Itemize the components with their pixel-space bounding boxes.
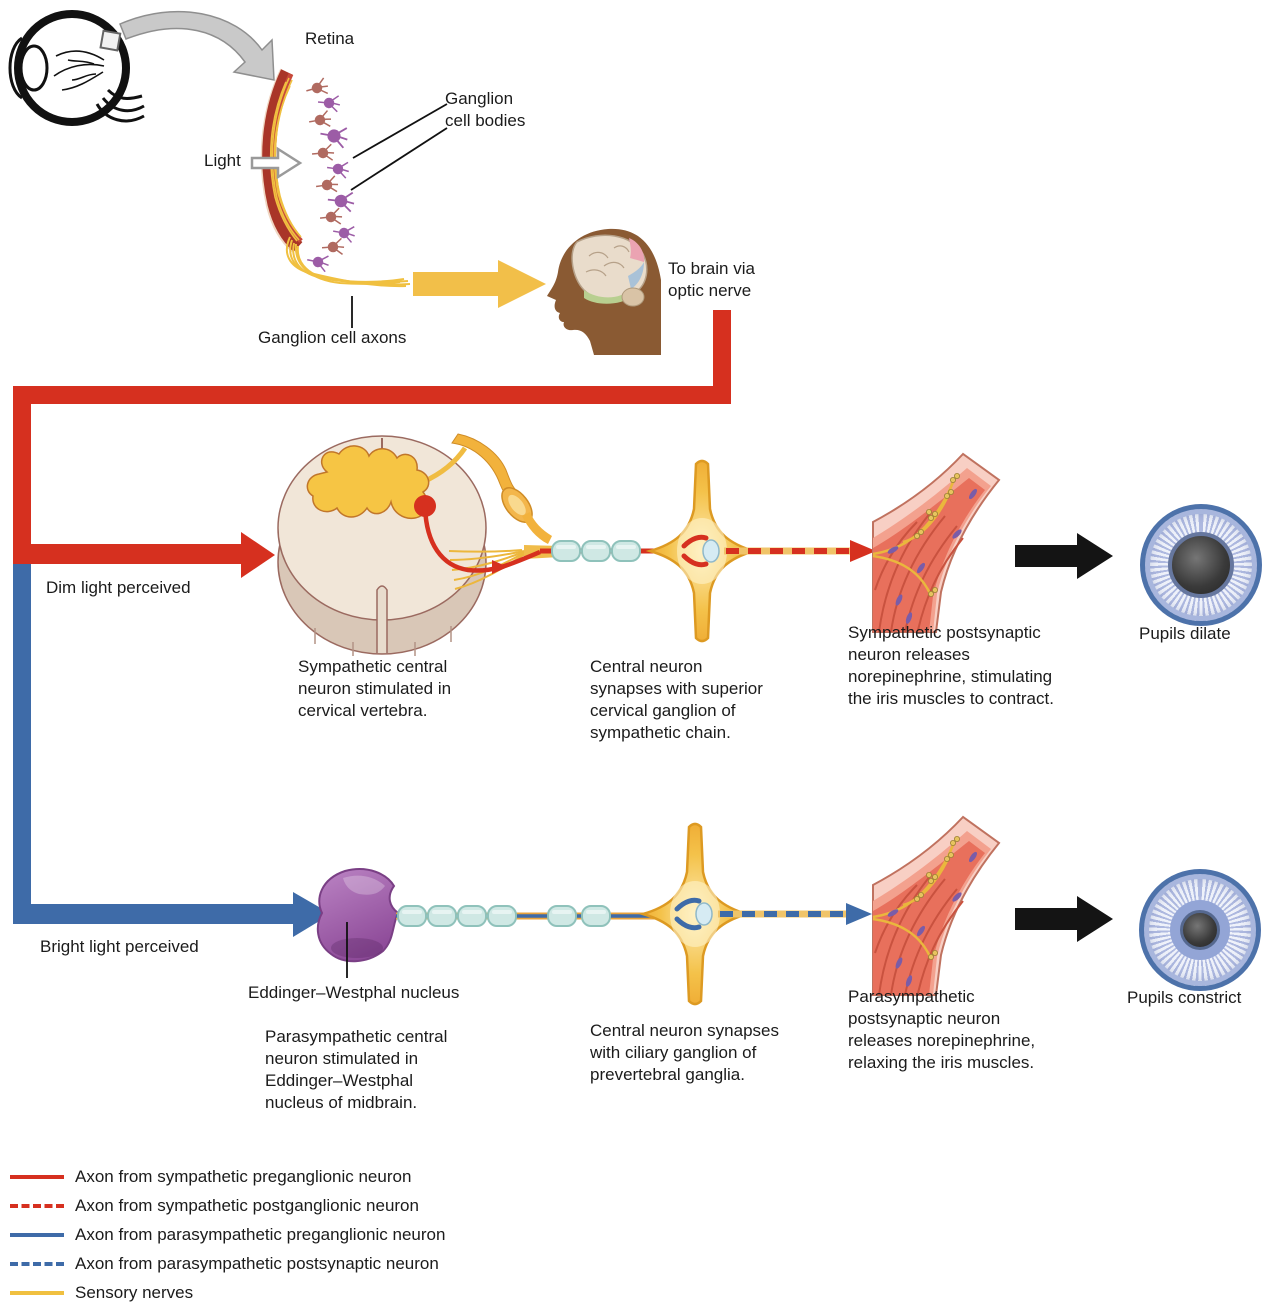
sympathetic-path	[13, 310, 731, 578]
ganglion-cell-bodies-label: Ganglion cell bodies	[445, 89, 526, 130]
eddinger-westphal-nucleus-illustration	[316, 868, 400, 963]
pupils-dilate-label: Pupils dilate	[1139, 624, 1231, 643]
parasympathetic-central-neuron-caption: Parasympathetic central neuron stimulate…	[265, 1027, 448, 1112]
ganglion-cell-axon-bundle	[285, 236, 411, 288]
sympathetic-central-neuron-caption: Sympathetic central neuron stimulated in…	[298, 657, 452, 720]
constrict-result-arrow	[1015, 896, 1113, 942]
head-brain-illustration	[547, 228, 661, 355]
parasympathetic-path	[13, 564, 331, 937]
eye-cross-section-illustration	[8, 10, 145, 126]
dim-light-label: Dim light perceived	[46, 578, 191, 597]
legend-label: Axon from parasympathetic preganglionic …	[75, 1224, 446, 1244]
legend-line-red-solid	[10, 1174, 64, 1179]
magnify-arrow	[119, 10, 275, 81]
parasympathetic-synapse-caption: Central neuron synapses with ciliary gan…	[590, 1021, 780, 1084]
retina-illustration	[260, 68, 357, 273]
dilated-eye	[1140, 504, 1262, 626]
legend-item-parasympathetic-postsynaptic: Axon from parasympathetic postsynaptic n…	[10, 1249, 445, 1278]
pupils-constrict-label: Pupils constrict	[1127, 988, 1242, 1007]
legend-item-sympathetic-postganglionic: Axon from sympathetic postganglionic neu…	[10, 1191, 445, 1220]
gray-matter	[306, 445, 430, 520]
parasympathetic-postsynaptic-axon	[718, 903, 872, 925]
retina-label: Retina	[305, 29, 355, 48]
ganglion-cells	[303, 76, 357, 273]
light-label: Light	[204, 151, 241, 170]
legend-line-red-dashed	[10, 1203, 64, 1208]
eddinger-westphal-nucleus-label: Eddinger–Westphal nucleus	[248, 983, 460, 1002]
dim-light-arrowhead	[241, 532, 275, 578]
legend: Axon from sympathetic preganglionic neur…	[10, 1162, 445, 1307]
ganglion-cell-axons-label: Ganglion cell axons	[258, 328, 407, 347]
bright-light-label: Bright light perceived	[40, 937, 199, 956]
pointer-lines	[346, 103, 448, 978]
legend-line-blue-solid	[10, 1232, 64, 1237]
sympathetic-synapse-caption: Central neuron synapses with superior ce…	[590, 657, 763, 742]
light-arrow	[250, 146, 303, 180]
sympathetic-preganglionic-axon	[422, 505, 541, 573]
iris-muscle-contracting	[871, 452, 1001, 634]
magnified-region-box	[99, 29, 122, 52]
to-brain-label: To brain via optic nerve	[668, 259, 755, 300]
spinal-cord-illustration	[277, 435, 487, 656]
parasympathetic-postsynaptic-caption: Parasympathetic postsynaptic neuron rele…	[848, 987, 1036, 1072]
dilated-pupil	[1168, 532, 1234, 598]
legend-item-sympathetic-preganglionic: Axon from sympathetic preganglionic neur…	[10, 1162, 445, 1191]
legend-label: Sensory nerves	[75, 1282, 194, 1302]
sympathetic-postsynaptic-caption: Sympathetic postsynaptic neuron releases…	[848, 623, 1054, 708]
dilate-result-arrow	[1015, 533, 1113, 579]
legend-line-blue-dashed	[10, 1261, 64, 1266]
legend-label: Axon from parasympathetic postsynaptic n…	[75, 1253, 439, 1273]
superior-cervical-ganglion-neuron	[648, 459, 756, 643]
legend-label: Axon from sympathetic postganglionic neu…	[75, 1195, 419, 1215]
sympathetic-postganglionic-axon	[724, 540, 876, 562]
ciliary-ganglion-neuron	[641, 822, 749, 1006]
constricted-pupil	[1180, 910, 1220, 950]
constricted-eye	[1139, 869, 1261, 991]
bright-light-arrowhead	[293, 892, 331, 937]
legend-label: Axon from sympathetic preganglionic neur…	[75, 1166, 412, 1186]
legend-line-yellow-solid	[10, 1290, 64, 1295]
legend-item-parasympathetic-preganglionic: Axon from parasympathetic preganglionic …	[10, 1220, 445, 1249]
iris-muscle-relaxing	[871, 815, 1001, 997]
legend-item-sensory-nerves: Sensory nerves	[10, 1278, 445, 1307]
dorsal-root	[451, 433, 552, 544]
sensory-fibers	[269, 77, 302, 242]
optic-nerve-lines	[95, 88, 145, 123]
optic-nerve-arrow	[413, 260, 546, 308]
